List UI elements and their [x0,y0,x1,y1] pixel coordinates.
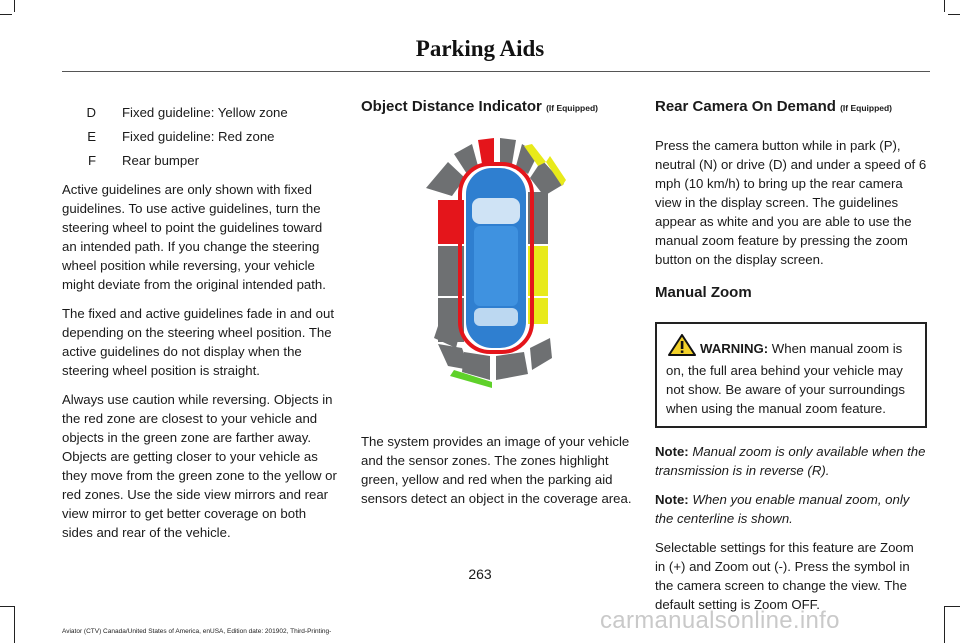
definition-row: E Fixed guideline: Red zone [62,127,338,146]
warning-text: When manual zoom is on, the full area be… [666,341,905,416]
right-column: Rear Camera On Demand (If Equipped) Pres… [655,97,927,624]
subheading: Manual Zoom [655,284,752,301]
definition-text: Rear bumper [122,153,199,168]
front-zone-left-outer [426,162,465,196]
body-paragraph: Press the camera button while in park (P… [655,138,927,267]
body-paragraph: Always use caution while reversing. Obje… [62,392,337,540]
definition-key: D [86,105,96,120]
heading-tag: (If Equipped) [546,103,598,113]
crop-mark [945,606,960,607]
crop-mark [14,0,15,12]
rear-zone-center-left [462,352,490,380]
rear-zone-center-right [496,352,528,380]
crop-mark [14,606,15,643]
crop-mark [944,0,945,12]
body-paragraph: Selectable settings for this feature are… [655,540,914,612]
definition-row: D Fixed guideline: Yellow zone [62,103,338,122]
watermark: carmanualsonline.info [600,607,840,634]
note-label: Note: [655,444,689,459]
warning-icon [668,334,696,361]
sensor-zone-figure [420,126,572,394]
warning-box: WARNING: When manual zoom is on, the ful… [655,322,927,428]
front-right-yellow-edge [524,144,546,166]
rear-zone-left [438,344,470,370]
front-zone-center-right [500,138,516,164]
rear-zone-right [530,338,552,370]
middle-column-body: The system provides an image of your veh… [361,432,633,518]
section-heading: Rear Camera On Demand (If Equipped) [655,97,927,118]
sensor-zone-diagram [426,138,566,388]
heading-text: Rear Camera On Demand [655,98,836,115]
crop-mark [944,606,945,643]
page-title: Parking Aids [415,36,545,61]
body-paragraph: Active guidelines are only shown with fi… [62,182,326,292]
rear-green-edge [450,370,492,388]
vehicle-windshield [472,198,520,224]
definition-row: F Rear bumper [62,151,338,170]
page-number: 263 [468,566,492,582]
body-paragraph: The system provides an image of your veh… [361,434,632,506]
warning-label: WARNING: [700,341,769,356]
definition-text: Fixed guideline: Red zone [122,129,275,144]
definition-text: Fixed guideline: Yellow zone [122,105,288,120]
note-text: When you enable manual zoom, only the ce… [655,492,910,526]
note-label: Note: [655,492,689,507]
front-zone-right-outer [530,160,564,196]
vehicle-rear-window [474,308,518,326]
body-paragraph: The fixed and active guidelines fade in … [62,306,334,378]
vehicle-outline [458,162,534,354]
note: Note: Manual zoom is only available when… [655,442,927,480]
definition-key: F [87,153,96,168]
section-heading: Object Distance Indicator (If Equipped) [361,97,633,118]
note-text: Manual zoom is only available when the t… [655,444,926,478]
note: Note: When you enable manual zoom, only … [655,490,927,528]
header-divider [62,71,930,72]
definition-key: E [87,129,96,144]
front-right-yellow-edge-2 [546,156,566,186]
middle-column: Object Distance Indicator (If Equipped) [361,97,633,136]
left-column: D Fixed guideline: Yellow zone E Fixed g… [62,103,338,552]
heading-tag: (If Equipped) [840,103,893,113]
heading-text: Object Distance Indicator [361,98,542,115]
rear-zone-left-outer [434,326,460,348]
front-zone-left-inner [454,144,478,174]
crop-mark [0,606,14,607]
vehicle-roof [474,226,518,306]
edition-footer: Aviator (CTV) Canada/United States of Am… [62,628,332,635]
crop-mark [0,14,12,15]
crop-mark [948,14,960,15]
front-zone-center-left [478,138,494,164]
